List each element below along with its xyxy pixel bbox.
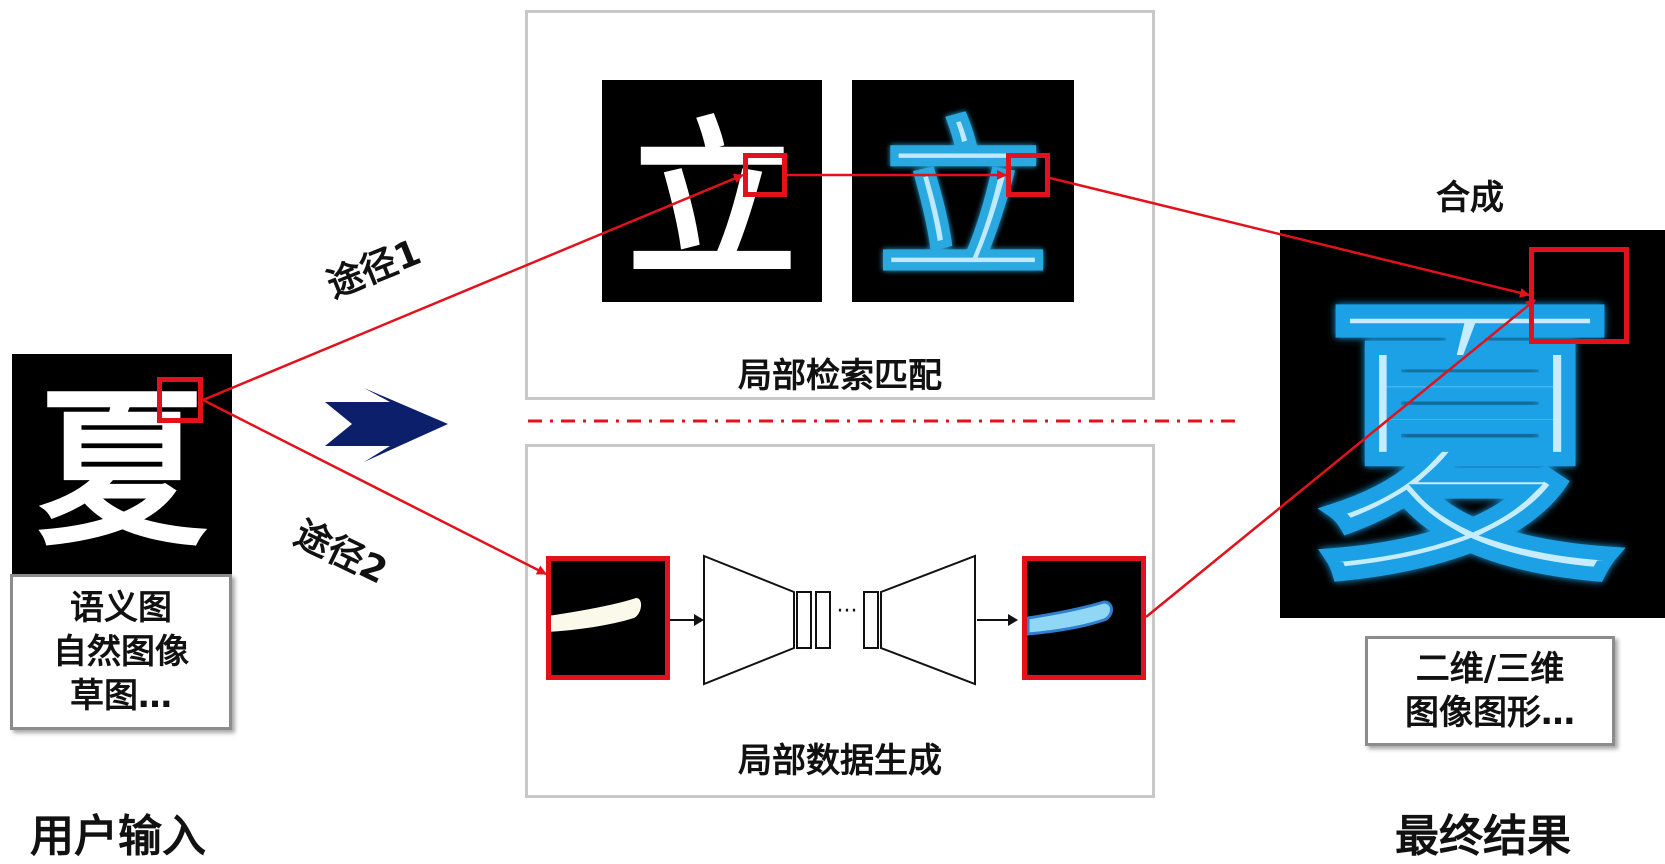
final-result-image: 夏 bbox=[1280, 230, 1665, 618]
generation-output-box bbox=[1022, 556, 1146, 680]
generation-to-final-arrow bbox=[1145, 299, 1536, 618]
decoder-shape bbox=[880, 554, 976, 686]
white-stroke-patch bbox=[548, 598, 642, 632]
latent-block-1 bbox=[796, 591, 812, 649]
generation-input-box bbox=[546, 556, 670, 680]
final-selection-box bbox=[1529, 247, 1629, 344]
ice-stroke-patch bbox=[1026, 600, 1113, 636]
retrieval-matched-image: 立 bbox=[852, 80, 1074, 302]
input-type-natural: 自然图像 bbox=[53, 632, 189, 672]
arrow-into-encoder-head bbox=[694, 614, 704, 626]
navy-chevron-arrow bbox=[325, 388, 448, 462]
retrieval-caption: 局部检索匹配 bbox=[738, 356, 942, 396]
glyph-text: 夏 bbox=[1320, 268, 1625, 618]
output-type-graphics: 图像图形… bbox=[1405, 693, 1575, 733]
generation-input-patch bbox=[548, 558, 668, 678]
network-ellipsis: ··· bbox=[837, 599, 858, 624]
path1-arrow bbox=[202, 173, 744, 402]
input-type-list: 语义图 自然图像 草图… bbox=[10, 574, 232, 730]
retrieval-to-final-arrow bbox=[1049, 176, 1530, 298]
retrieval-match-box bbox=[1006, 153, 1050, 197]
glyph-text: 夏 bbox=[37, 370, 208, 570]
user-input-image: 夏 bbox=[12, 354, 232, 574]
retrieval-source-box bbox=[743, 153, 787, 197]
generation-output-patch bbox=[1024, 558, 1144, 678]
latent-block-2 bbox=[815, 591, 831, 649]
path2-arrow bbox=[202, 398, 547, 576]
input-selection-box bbox=[157, 377, 203, 423]
generation-caption: 局部数据生成 bbox=[738, 741, 942, 781]
arrow-out-of-decoder-head bbox=[1008, 614, 1018, 626]
encoder-shape bbox=[703, 554, 795, 686]
glyph-text: 立 bbox=[878, 101, 1048, 301]
input-type-sketch: 草图… bbox=[70, 676, 172, 716]
glyph-text: 立 bbox=[627, 101, 797, 301]
output-type-2d3d: 二维/三维 bbox=[1415, 649, 1565, 689]
ice-glyph-li: 立 bbox=[876, 100, 1049, 303]
white-glyph-xia: 夏 bbox=[37, 370, 208, 570]
synthesis-label: 合成 bbox=[1436, 178, 1504, 218]
output-type-list: 二维/三维 图像图形… bbox=[1365, 636, 1615, 746]
input-type-semantic: 语义图 bbox=[70, 588, 172, 628]
white-glyph-li: 立 bbox=[627, 101, 797, 301]
ice-glyph-xia: 夏 bbox=[1318, 266, 1628, 619]
latent-block-3 bbox=[863, 591, 879, 649]
